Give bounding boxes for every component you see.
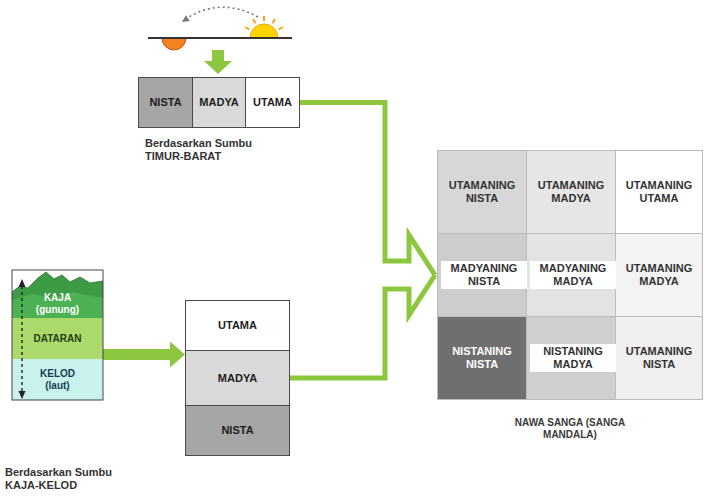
zone-box: NISTA — [185, 405, 290, 456]
rising-sun — [250, 24, 278, 38]
band-label: KAJA (gunung) — [32, 292, 84, 315]
sea-band: KELOD (laut) — [12, 359, 103, 400]
connector-arrow — [290, 275, 435, 378]
axis-head-down — [19, 391, 26, 399]
zone-box: UTAMA — [185, 300, 290, 351]
band-label: DATARAN — [32, 333, 84, 345]
mandala-label: UTAMANING MADYA — [531, 179, 611, 204]
mandala-cell: UTAMANING NISTA — [437, 150, 527, 234]
mandala-label: UTAMANING NISTA — [442, 179, 522, 204]
zone-label: NISTA — [221, 424, 253, 437]
zone-label: MADYA — [218, 372, 257, 385]
mandala-label: NISTANING MADYA — [530, 344, 616, 371]
mandala-label: MADYANING NISTA — [441, 261, 527, 288]
zone-box: UTAMA — [245, 77, 300, 128]
connector-line — [290, 275, 435, 378]
zone-box: MADYA — [185, 350, 290, 406]
setting-sun — [162, 38, 186, 50]
sun-rays — [242, 16, 286, 38]
mountain-slope — [12, 292, 103, 318]
connector-arrow — [103, 342, 185, 368]
mandala-label: UTAMANING UTAMA — [619, 179, 699, 204]
mandala-cell: UTAMANING NISTA — [615, 316, 703, 400]
band-label: KELOD (laut) — [32, 368, 84, 391]
connector-line — [103, 349, 171, 360]
mandala-cell: NISTANING NISTA — [437, 316, 527, 400]
zone-box: MADYA — [192, 77, 246, 128]
mandala-label: MADYANING MADYA — [530, 261, 616, 288]
mandala-cell: UTAMANING MADYA — [526, 150, 616, 234]
axis-caption: Berdasarkan Sumbu TIMUR-BARAT — [145, 137, 257, 162]
sun-path-head — [182, 15, 190, 22]
mandala-cell: UTAMANING UTAMA — [615, 150, 703, 234]
mandala-cell: MADYANING MADYA — [526, 233, 620, 317]
sun-path-arc — [184, 7, 258, 20]
mountain-band: KAJA (gunung) — [12, 270, 103, 318]
axis-head-up — [19, 279, 26, 287]
connector-arrow — [300, 103, 435, 276]
zone-label: UTAMA — [253, 96, 292, 109]
mountain-peaks — [12, 272, 103, 318]
mandala-label: NISTANING NISTA — [442, 345, 522, 370]
kaja-kelod-axis — [21, 286, 22, 392]
plain-band: DATARAN — [12, 318, 103, 359]
zone-label: UTAMA — [218, 319, 257, 332]
down-arrow — [204, 50, 232, 74]
mandala-label: UTAMANING MADYA — [619, 262, 699, 287]
mandala-cell: MADYANING NISTA — [437, 233, 531, 317]
arrow-head — [170, 342, 185, 368]
zone-box: NISTA — [138, 77, 193, 128]
axis-caption: Berdasarkan Sumbu KAJA-KELOD — [5, 466, 117, 491]
grid-title: NAWA SANGA (SANGA MANDALA) — [514, 417, 626, 440]
zone-label: MADYA — [199, 96, 238, 109]
mandala-label: UTAMANING NISTA — [619, 345, 699, 370]
mandala-grid: UTAMANING NISTA UTAMANING MADYA UTAMANING … — [437, 150, 703, 442]
horizon-line — [148, 37, 292, 39]
illustration-frame — [12, 270, 103, 400]
mandala-cell: NISTANING MADYA — [526, 316, 620, 400]
connector-line — [300, 103, 435, 276]
mandala-cell: UTAMANING MADYA — [615, 233, 703, 317]
zone-label: NISTA — [149, 96, 181, 109]
